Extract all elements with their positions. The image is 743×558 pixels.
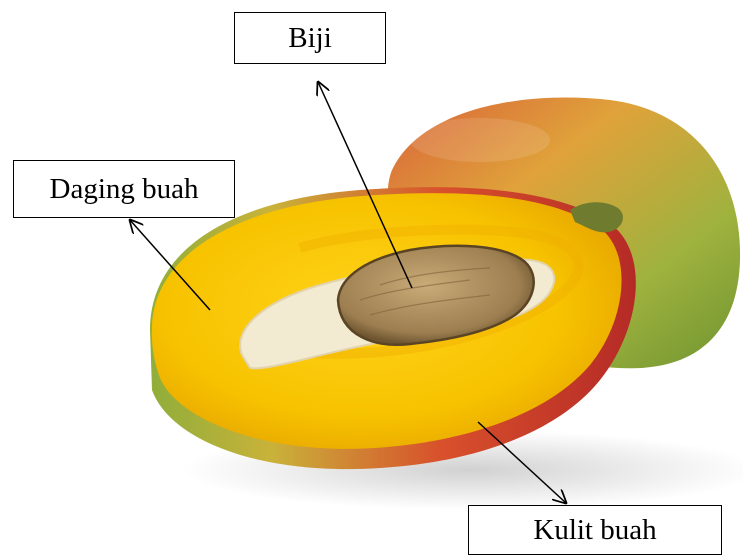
flesh-label-text: Daging buah <box>50 173 199 206</box>
seed-label: Biji <box>234 12 386 64</box>
whole-mango-highlight <box>410 118 550 162</box>
skin-label: Kulit buah <box>468 505 722 555</box>
flesh-label: Daging buah <box>13 160 235 218</box>
skin-label-text: Kulit buah <box>533 514 656 547</box>
seed-label-text: Biji <box>288 22 332 55</box>
